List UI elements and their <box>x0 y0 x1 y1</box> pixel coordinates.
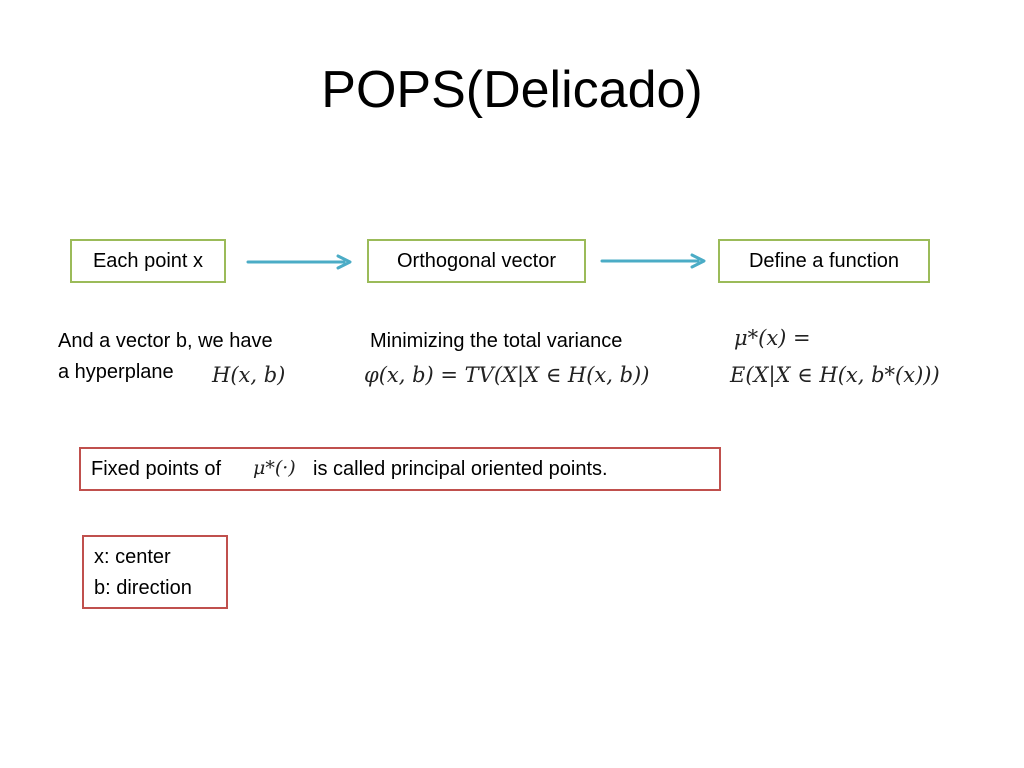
note-vector-b-line1: And a vector b, we have <box>58 330 273 352</box>
flow-box-orthogonal-vector: Orthogonal vector <box>367 239 586 283</box>
formula-total-variance: φ(x, b) = TV(X|X ∈ H(x, b)) <box>364 363 650 387</box>
note-vector-b-line2: a hyperplane <box>58 361 174 383</box>
note-minimizing-variance: Minimizing the total variance <box>370 330 623 352</box>
flow-arrow-2 <box>600 253 706 269</box>
formula-mu-star-dot: μ*(·) <box>253 457 296 479</box>
formula-hyperplane: H(x, b) <box>212 363 286 387</box>
legend-center: x: center <box>94 546 171 568</box>
definition-box: Fixed points of μ*(·) is called principa… <box>79 447 721 491</box>
flow-box-each-point-label: Each point x <box>92 249 204 272</box>
flow-arrow-1 <box>246 254 352 270</box>
flow-box-each-point: Each point x <box>70 239 226 283</box>
slide-title: POPS(Delicado) <box>321 61 703 119</box>
definition-prefix: Fixed points of <box>91 458 222 480</box>
formula-expectation: E(X|X ∈ H(x, b*(x))) <box>730 363 940 387</box>
legend-direction: b: direction <box>94 577 192 599</box>
flow-box-define-function: Define a function <box>718 239 930 283</box>
flow-box-orthogonal-vector-label: Orthogonal vector <box>397 249 556 272</box>
flow-box-define-function-label: Define a function <box>748 249 900 272</box>
formula-mu-star: μ*(x) = <box>734 326 811 350</box>
legend-box: x: center b: direction <box>82 535 228 609</box>
definition-suffix: is called principal oriented points. <box>313 458 608 480</box>
